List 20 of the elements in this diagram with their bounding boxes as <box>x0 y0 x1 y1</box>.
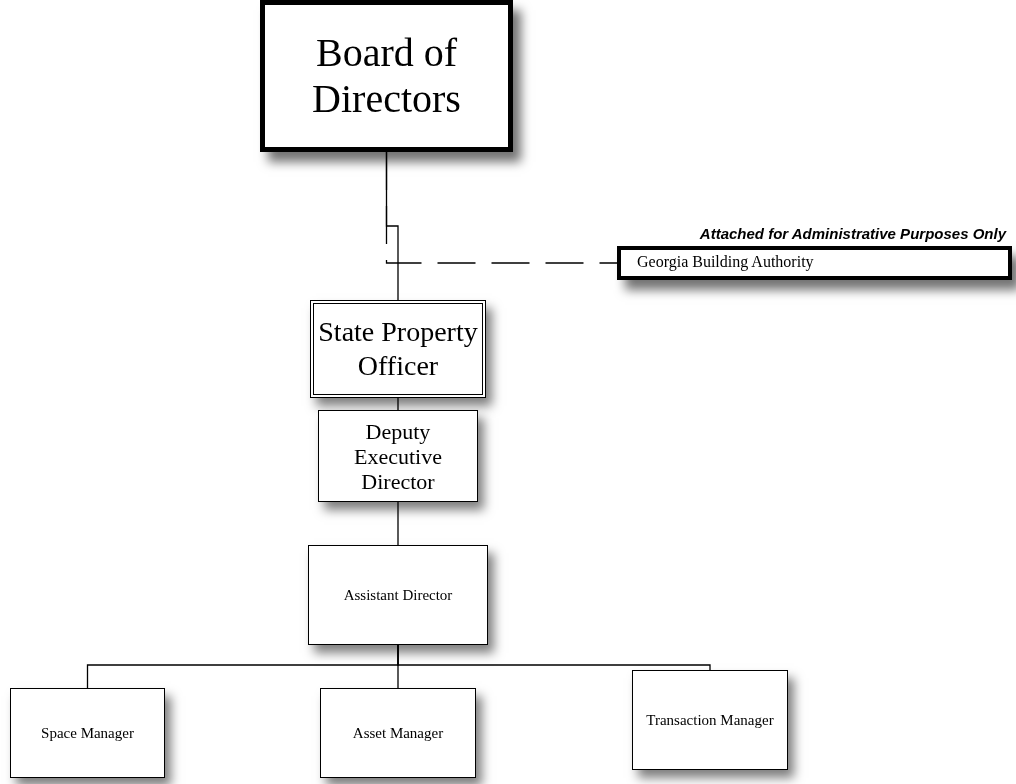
node-label: Deputy Executive Director <box>353 418 443 494</box>
connector-line <box>397 397 399 411</box>
node-label: Transaction Manager <box>646 711 774 730</box>
node-label: Space Manager <box>41 724 134 743</box>
title-box <box>632 670 788 770</box>
title-box <box>260 0 513 152</box>
node-label: Georgia Building Authority <box>637 252 815 273</box>
node-label: Asset Manager <box>352 724 444 743</box>
node-label: Assistant Director <box>343 586 453 605</box>
connector-line <box>397 644 711 671</box>
title-box <box>308 545 488 645</box>
title-box <box>318 410 478 502</box>
title-box <box>320 688 476 778</box>
title-box <box>310 300 486 398</box>
node-label: Board of Directors <box>311 30 462 122</box>
node-heading: Attached for Administrative Purposes Only <box>699 224 1006 244</box>
title-box <box>10 688 165 778</box>
node-label: State Property Officer <box>317 315 479 383</box>
connector-line <box>385 151 618 264</box>
connector-line <box>397 501 399 546</box>
